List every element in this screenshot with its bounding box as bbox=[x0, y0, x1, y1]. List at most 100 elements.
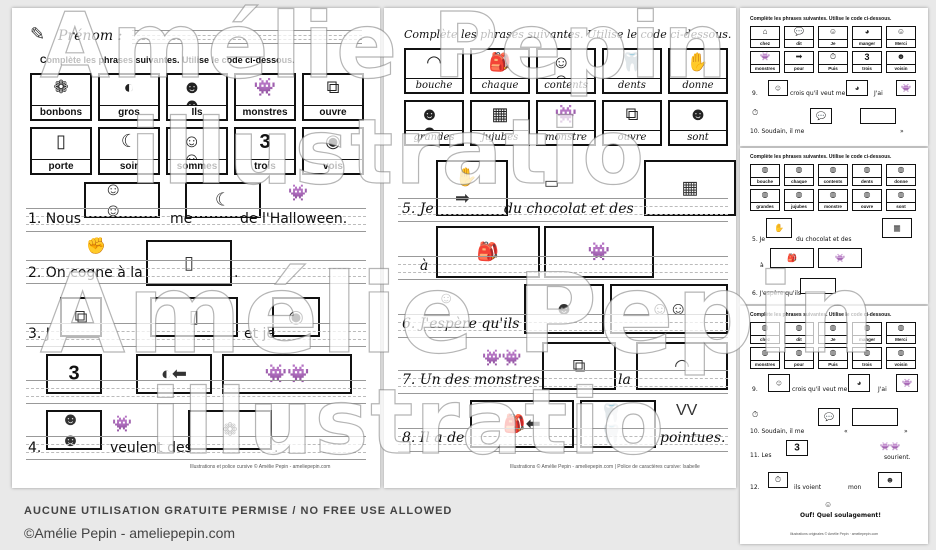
code-word: donne bbox=[670, 78, 726, 91]
sentence-8-start: 8. Il a de bbox=[402, 430, 465, 446]
code-card: ◍ouvre bbox=[852, 189, 882, 211]
jujubes-icon: ▦ bbox=[491, 104, 509, 124]
writing-lines bbox=[398, 314, 728, 338]
answer-box: 🎒 bbox=[770, 248, 814, 268]
monster-icon: 👾 bbox=[835, 253, 845, 263]
picture-icon: ◍ bbox=[829, 165, 837, 174]
code-word: monstres bbox=[236, 105, 294, 118]
code-card: ◍Puis bbox=[818, 347, 848, 369]
writing-lines bbox=[26, 380, 366, 404]
answer-box bbox=[800, 278, 836, 294]
candy-bag-icon: 🎒 bbox=[787, 253, 797, 263]
answer-box: 👾 bbox=[896, 80, 916, 96]
answer-box: ☻ bbox=[878, 472, 902, 488]
night-icon: ☾ bbox=[120, 131, 138, 151]
eat-icon: ◕ bbox=[856, 378, 862, 388]
code-word: chaque bbox=[472, 78, 528, 91]
sentence-5-start: 5. Je bbox=[752, 236, 766, 243]
girl-icon: ☺ bbox=[773, 83, 783, 93]
code-card: ⌂chez bbox=[750, 26, 780, 48]
sentence-10-mid: « bbox=[844, 428, 848, 435]
picture-icon: ◍ bbox=[795, 323, 803, 332]
page-footer: Illustrations et police cursive © Amélie… bbox=[190, 464, 331, 470]
answer-box: ▯ bbox=[146, 240, 232, 286]
fangs-icon: VV bbox=[676, 402, 698, 419]
monster-icon: 👾 bbox=[901, 83, 911, 93]
answer-box: ⧉ bbox=[542, 342, 616, 390]
picture-icon: ◍ bbox=[795, 190, 803, 199]
code-word: bouche bbox=[751, 177, 779, 184]
picture-icon: ◍ bbox=[795, 348, 803, 357]
code-card: ▯porte bbox=[30, 127, 92, 175]
answer-box: 👾 bbox=[544, 226, 654, 278]
code-word: trois bbox=[853, 360, 881, 367]
picture-icon: ◍ bbox=[897, 348, 905, 357]
code-card: ✋ donne bbox=[668, 48, 728, 94]
sentence-6-start: 6. J'espère qu'ils bbox=[402, 316, 520, 332]
answer-box: 🦷🦷 bbox=[580, 400, 656, 448]
answer-box: ⏱ bbox=[768, 472, 788, 488]
answer-box: ☺ bbox=[768, 80, 788, 96]
code-grid: ❁bonbons◐gros☻☻Ils👾monstres⧉ouvre▯porte☾… bbox=[30, 73, 364, 175]
writing-lines bbox=[398, 370, 728, 394]
sentence-11: 11. Les bbox=[750, 452, 772, 459]
give-icon: ✋ bbox=[686, 52, 710, 72]
sentence-5-line2: à bbox=[760, 262, 764, 269]
candy-icon: ❁ bbox=[222, 419, 238, 440]
answer-box: ▦ bbox=[882, 218, 912, 238]
worksheet-page-5-thumbnail: Complète les phrases suivantes. Utilise … bbox=[740, 306, 928, 544]
code-card: ☾soir bbox=[98, 127, 160, 175]
sentence-10: 10. Soudain, il me bbox=[750, 128, 805, 135]
code-card: ❁bonbons bbox=[30, 73, 92, 121]
code-card: ☻☻Ils bbox=[166, 73, 228, 121]
sentence-5-start: 5. Je bbox=[402, 201, 434, 217]
arrow-icon: ➡ bbox=[795, 52, 803, 61]
sentence-2-end: . bbox=[234, 265, 239, 281]
chocolate-icon: ▭ bbox=[544, 175, 560, 192]
name-label: Prénom : bbox=[58, 28, 123, 44]
worksheet-page-3-thumbnail: Complète les phrases suivantes. Utilise … bbox=[740, 8, 928, 146]
code-word: ouvre bbox=[853, 202, 881, 209]
code-word: jujubes bbox=[472, 130, 528, 143]
code-word: ouvre bbox=[604, 130, 660, 143]
answer-box bbox=[860, 108, 896, 124]
code-card: ☻sont bbox=[668, 100, 728, 146]
code-card: ☺Merci bbox=[886, 26, 916, 48]
code-word: Merci bbox=[887, 39, 915, 46]
answer-box: ◕ bbox=[848, 374, 870, 392]
ball-icon: ◐ bbox=[123, 77, 135, 97]
code-word: Puis bbox=[819, 360, 847, 367]
picture-icon: ◍ bbox=[863, 348, 871, 357]
teeth-icon: 🦷 bbox=[620, 52, 644, 72]
code-card: 🎒 chaque bbox=[470, 48, 530, 94]
sentence-5-mid: du chocolat et des bbox=[504, 201, 634, 217]
code-word: Ils bbox=[168, 105, 226, 118]
code-word: monstres bbox=[751, 360, 779, 367]
writing-lines bbox=[398, 428, 728, 452]
code-card: 👾monstres bbox=[750, 51, 780, 73]
code-card: ◍pour bbox=[784, 347, 814, 369]
house-icon: ⌂ bbox=[762, 27, 768, 36]
speech-icon: 💬 bbox=[824, 412, 834, 422]
code-word: chaque bbox=[785, 177, 813, 184]
eye-icon: ◉ bbox=[325, 131, 341, 151]
code-card: ◍dents bbox=[852, 164, 882, 186]
code-card: ◉vois bbox=[302, 127, 364, 175]
speech-icon: 💬 bbox=[794, 27, 804, 36]
code-word: Puis bbox=[819, 64, 847, 71]
sentence-7-mid: la bbox=[618, 372, 631, 388]
candy-bag-icon: 🎒 bbox=[488, 52, 512, 72]
girl-icon: ☺ bbox=[828, 27, 838, 36]
sentence-11-end: sourient. bbox=[884, 454, 911, 461]
eat-icon: ◕ bbox=[864, 27, 870, 36]
name-line bbox=[132, 30, 362, 44]
answer-box: 3 bbox=[46, 354, 102, 394]
jujubes-icon: ▦ bbox=[893, 223, 901, 233]
code-card: ☺☺sommes bbox=[166, 127, 228, 175]
code-word: monstre bbox=[819, 202, 847, 209]
code-word: Merci bbox=[887, 335, 915, 342]
code-card: ◍jujubes bbox=[784, 189, 814, 211]
code-card: 💬dit bbox=[784, 26, 814, 48]
picture-icon: ◍ bbox=[761, 348, 769, 357]
answer-box: 👾 bbox=[896, 374, 918, 392]
